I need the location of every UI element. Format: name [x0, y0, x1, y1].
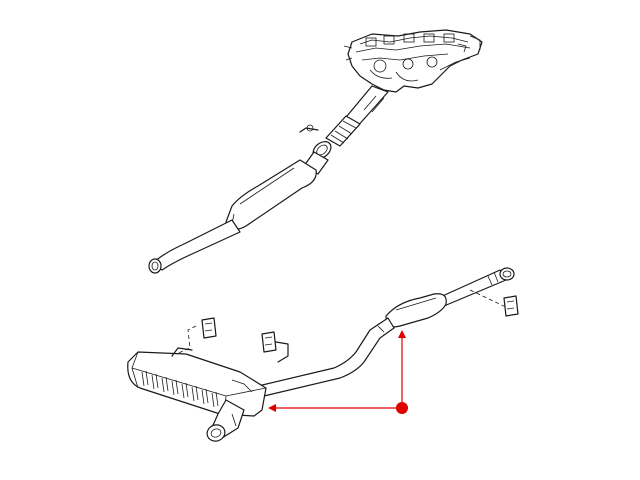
muffler: [127, 347, 267, 417]
callout-dot: [396, 402, 408, 414]
resonator: [385, 293, 447, 328]
hanger-isolator-middle: [261, 331, 289, 363]
tailpipe: [206, 399, 245, 442]
intermediate-pipe: [257, 317, 395, 397]
down-pipe: [299, 85, 389, 159]
engine-manifold: [343, 29, 483, 93]
catalytic-converter: [148, 151, 329, 274]
hanger-isolator-left: [175, 317, 217, 355]
callout-pointer: [268, 330, 408, 414]
inlet-pipe: [437, 267, 515, 309]
hanger-isolator-right: [503, 295, 519, 317]
